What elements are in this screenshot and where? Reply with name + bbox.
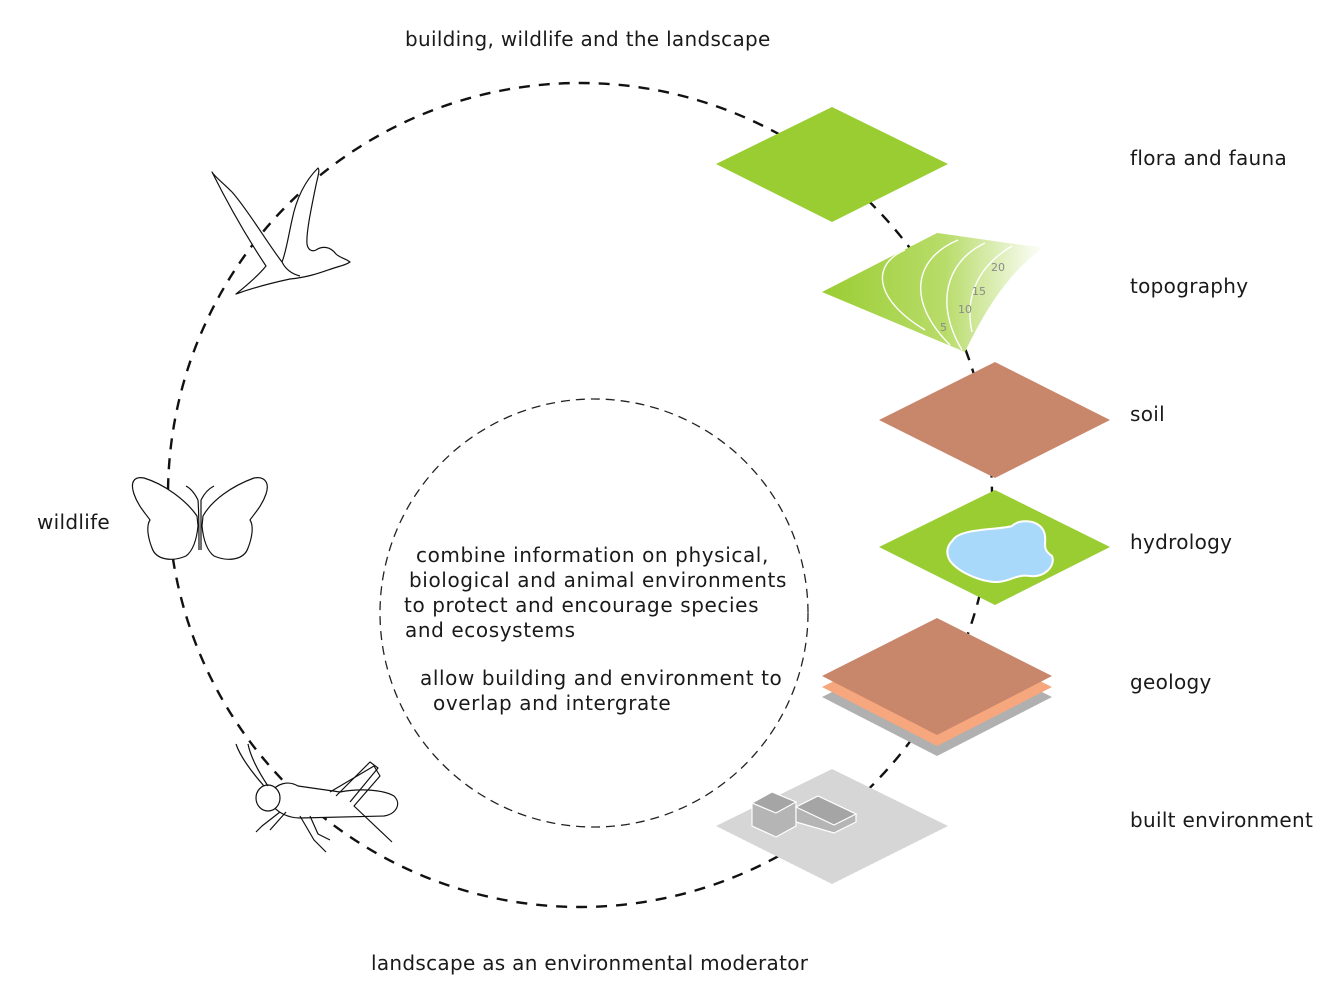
- pond-shape: [946, 520, 1054, 584]
- contour-label: 10: [958, 303, 972, 316]
- layer-label-built-environment: built environment: [1130, 808, 1314, 832]
- diagram-caption: landscape as an environmental moderator: [371, 951, 809, 975]
- center-text-line: allow building and environment to: [420, 666, 783, 690]
- layer-built-environment: [716, 769, 948, 884]
- center-text-line: and ecosystems: [405, 618, 576, 642]
- contour-label: 5: [940, 321, 947, 334]
- center-text-paragraph-2: allow building and environment to overla…: [400, 666, 782, 716]
- layer-soil: [879, 362, 1110, 478]
- contour-label: 20: [991, 261, 1005, 274]
- building-block: [794, 795, 858, 834]
- butterfly-icon: [131, 477, 268, 560]
- building-block: [750, 791, 798, 838]
- grasshopper-icon: [235, 743, 399, 853]
- layer-label-soil: soil: [1130, 402, 1165, 426]
- center-text-line: to protect and encourage species: [404, 593, 760, 617]
- layer-geology: [822, 618, 1052, 756]
- center-text-paragraph-1: combine information on physical, biologi…: [400, 543, 787, 643]
- layer-topography: 20 15 10 5: [822, 233, 1045, 352]
- center-text-line: biological and animal environments: [409, 568, 788, 592]
- layer-label-topography: topography: [1130, 274, 1249, 298]
- inner-dashed-circle: [379, 398, 809, 828]
- layer-label-hydrology: hydrology: [1130, 530, 1233, 554]
- layer-flora-fauna: [716, 107, 948, 222]
- wildlife-label: wildlife: [37, 510, 111, 534]
- diagram-title: building, wildlife and the landscape: [405, 27, 771, 51]
- bird-icon: [211, 167, 351, 295]
- center-text-line: combine information on physical,: [416, 543, 769, 567]
- contour-label: 15: [972, 285, 986, 298]
- layer-label-geology: geology: [1130, 670, 1212, 694]
- layer-hydrology: [879, 490, 1110, 605]
- center-text-line: overlap and intergrate: [433, 691, 672, 715]
- layer-label-flora-fauna: flora and fauna: [1130, 146, 1288, 170]
